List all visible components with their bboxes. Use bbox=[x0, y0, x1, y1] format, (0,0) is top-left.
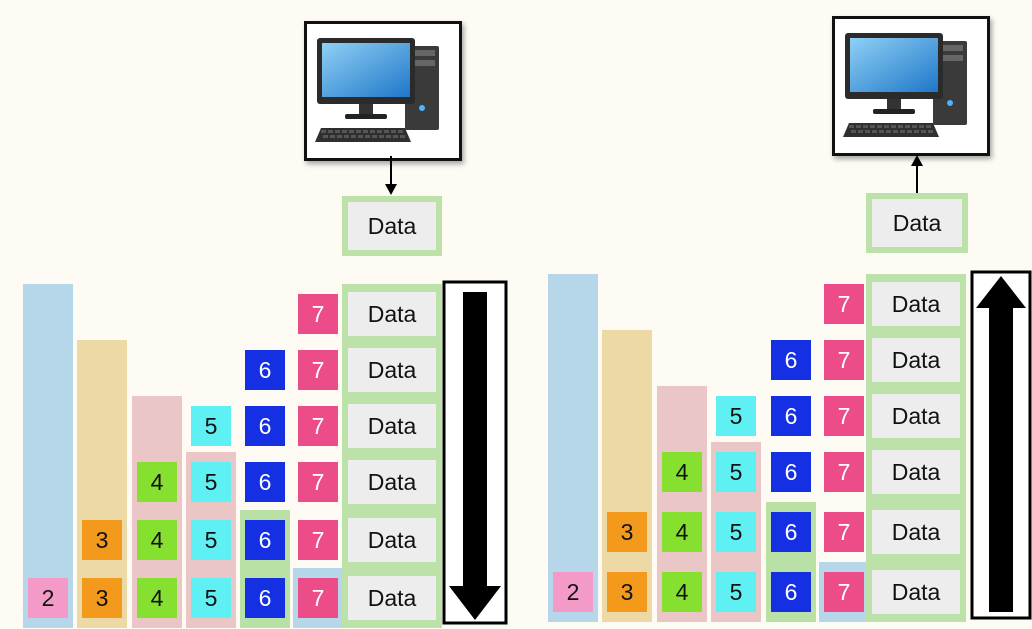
data-packet-box: Data bbox=[866, 193, 968, 253]
data-cell: Data bbox=[872, 570, 960, 614]
header-packet-7: 7 bbox=[824, 512, 864, 552]
header-packet-4: 4 bbox=[662, 572, 702, 612]
header-packet-5: 5 bbox=[716, 512, 756, 552]
header-packet-3: 3 bbox=[607, 572, 647, 612]
header-packet-3: 3 bbox=[607, 512, 647, 552]
header-packet-5: 5 bbox=[716, 396, 756, 436]
data-cell: Data bbox=[872, 450, 960, 494]
header-packet-7: 7 bbox=[824, 340, 864, 380]
header-packet-6: 6 bbox=[771, 452, 811, 492]
data-cell: Data bbox=[872, 338, 960, 382]
header-packet-7: 7 bbox=[824, 452, 864, 492]
header-packet-4: 4 bbox=[662, 512, 702, 552]
header-packet-2: 2 bbox=[553, 572, 593, 612]
header-packet-5: 5 bbox=[716, 452, 756, 492]
header-packet-6: 6 bbox=[771, 512, 811, 552]
arrow-up-small-icon bbox=[910, 155, 924, 195]
header-packet-6: 6 bbox=[771, 340, 811, 380]
data-cell: Data bbox=[872, 394, 960, 438]
data-packet-label: Data bbox=[872, 199, 962, 247]
arrow-up-icon bbox=[970, 270, 1032, 620]
header-packet-4: 4 bbox=[662, 452, 702, 492]
header-packet-6: 6 bbox=[771, 572, 811, 612]
desktop-computer-icon bbox=[835, 19, 987, 153]
header-column-bg bbox=[548, 274, 598, 622]
header-packet-5: 5 bbox=[716, 572, 756, 612]
data-cell: Data bbox=[872, 282, 960, 326]
data-cell: Data bbox=[872, 510, 960, 554]
header-packet-7: 7 bbox=[824, 572, 864, 612]
header-packet-7: 7 bbox=[824, 284, 864, 324]
computer-frame bbox=[832, 16, 990, 156]
header-packet-7: 7 bbox=[824, 396, 864, 436]
header-packet-6: 6 bbox=[771, 396, 811, 436]
